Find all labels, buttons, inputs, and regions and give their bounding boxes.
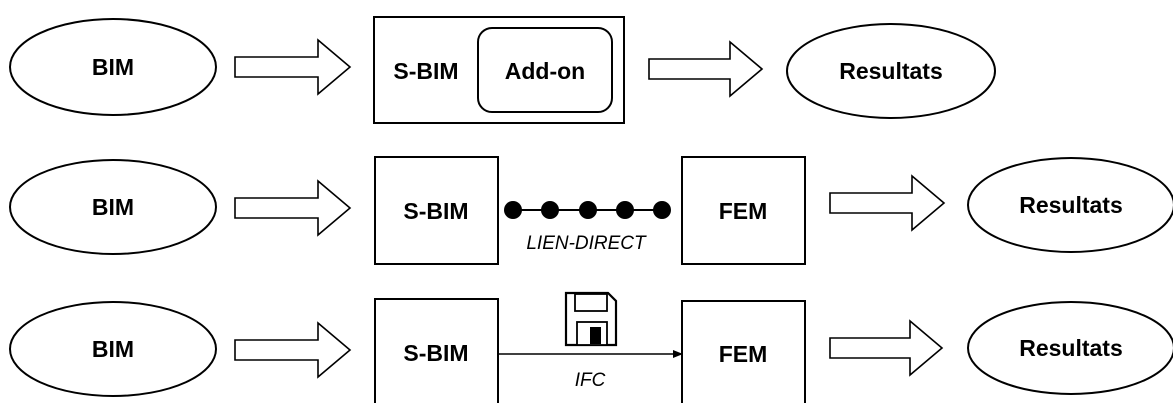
resultats-ellipse: Resultats <box>967 301 1173 395</box>
s-bim-container: S-BIM Add-on <box>373 16 625 124</box>
resultats-ellipse: Resultats <box>967 157 1173 253</box>
s-bim-label: S-BIM <box>393 58 458 84</box>
s-bim-box: S-BIM <box>374 156 499 265</box>
direct-link-connector <box>504 201 671 219</box>
s-bim-label: S-BIM <box>403 340 468 366</box>
addon-label: Add-on <box>505 58 585 84</box>
ifc-label: IFC <box>575 370 606 391</box>
resultats-label: Resultats <box>1019 192 1123 218</box>
s-bim-box: S-BIM <box>374 298 499 403</box>
row-1: BIM S-BIM Add-on Resultats <box>9 16 996 124</box>
flow-arrow <box>829 174 946 232</box>
resultats-label: Resultats <box>839 58 943 84</box>
flow-arrow <box>234 179 352 237</box>
s-bim-label: S-BIM <box>403 198 468 224</box>
fem-box: FEM <box>681 300 806 403</box>
bim-ellipse: BIM <box>9 159 217 255</box>
row-3: BIM S-BIM IFC FEM Resultats <box>9 291 1173 403</box>
fem-box: FEM <box>681 156 806 265</box>
bim-label: BIM <box>92 336 134 362</box>
bim-ellipse: BIM <box>9 301 217 397</box>
flow-arrow <box>234 321 352 379</box>
flow-arrow <box>829 319 944 377</box>
resultats-ellipse: Resultats <box>786 23 996 119</box>
bim-ellipse: BIM <box>9 18 217 116</box>
bim-label: BIM <box>92 54 134 80</box>
row-2: BIM S-BIM LIEN-DIRECT FEM Resultats <box>9 156 1173 265</box>
flow-arrow <box>234 38 352 96</box>
floppy-disk-icon <box>564 291 618 347</box>
fem-label: FEM <box>719 198 768 224</box>
flow-arrow <box>648 40 764 98</box>
resultats-label: Resultats <box>1019 335 1123 361</box>
direct-link-label: LIEN-DIRECT <box>526 233 647 254</box>
bim-label: BIM <box>92 194 134 220</box>
addon-box: Add-on <box>477 27 613 113</box>
fem-label: FEM <box>719 341 768 367</box>
